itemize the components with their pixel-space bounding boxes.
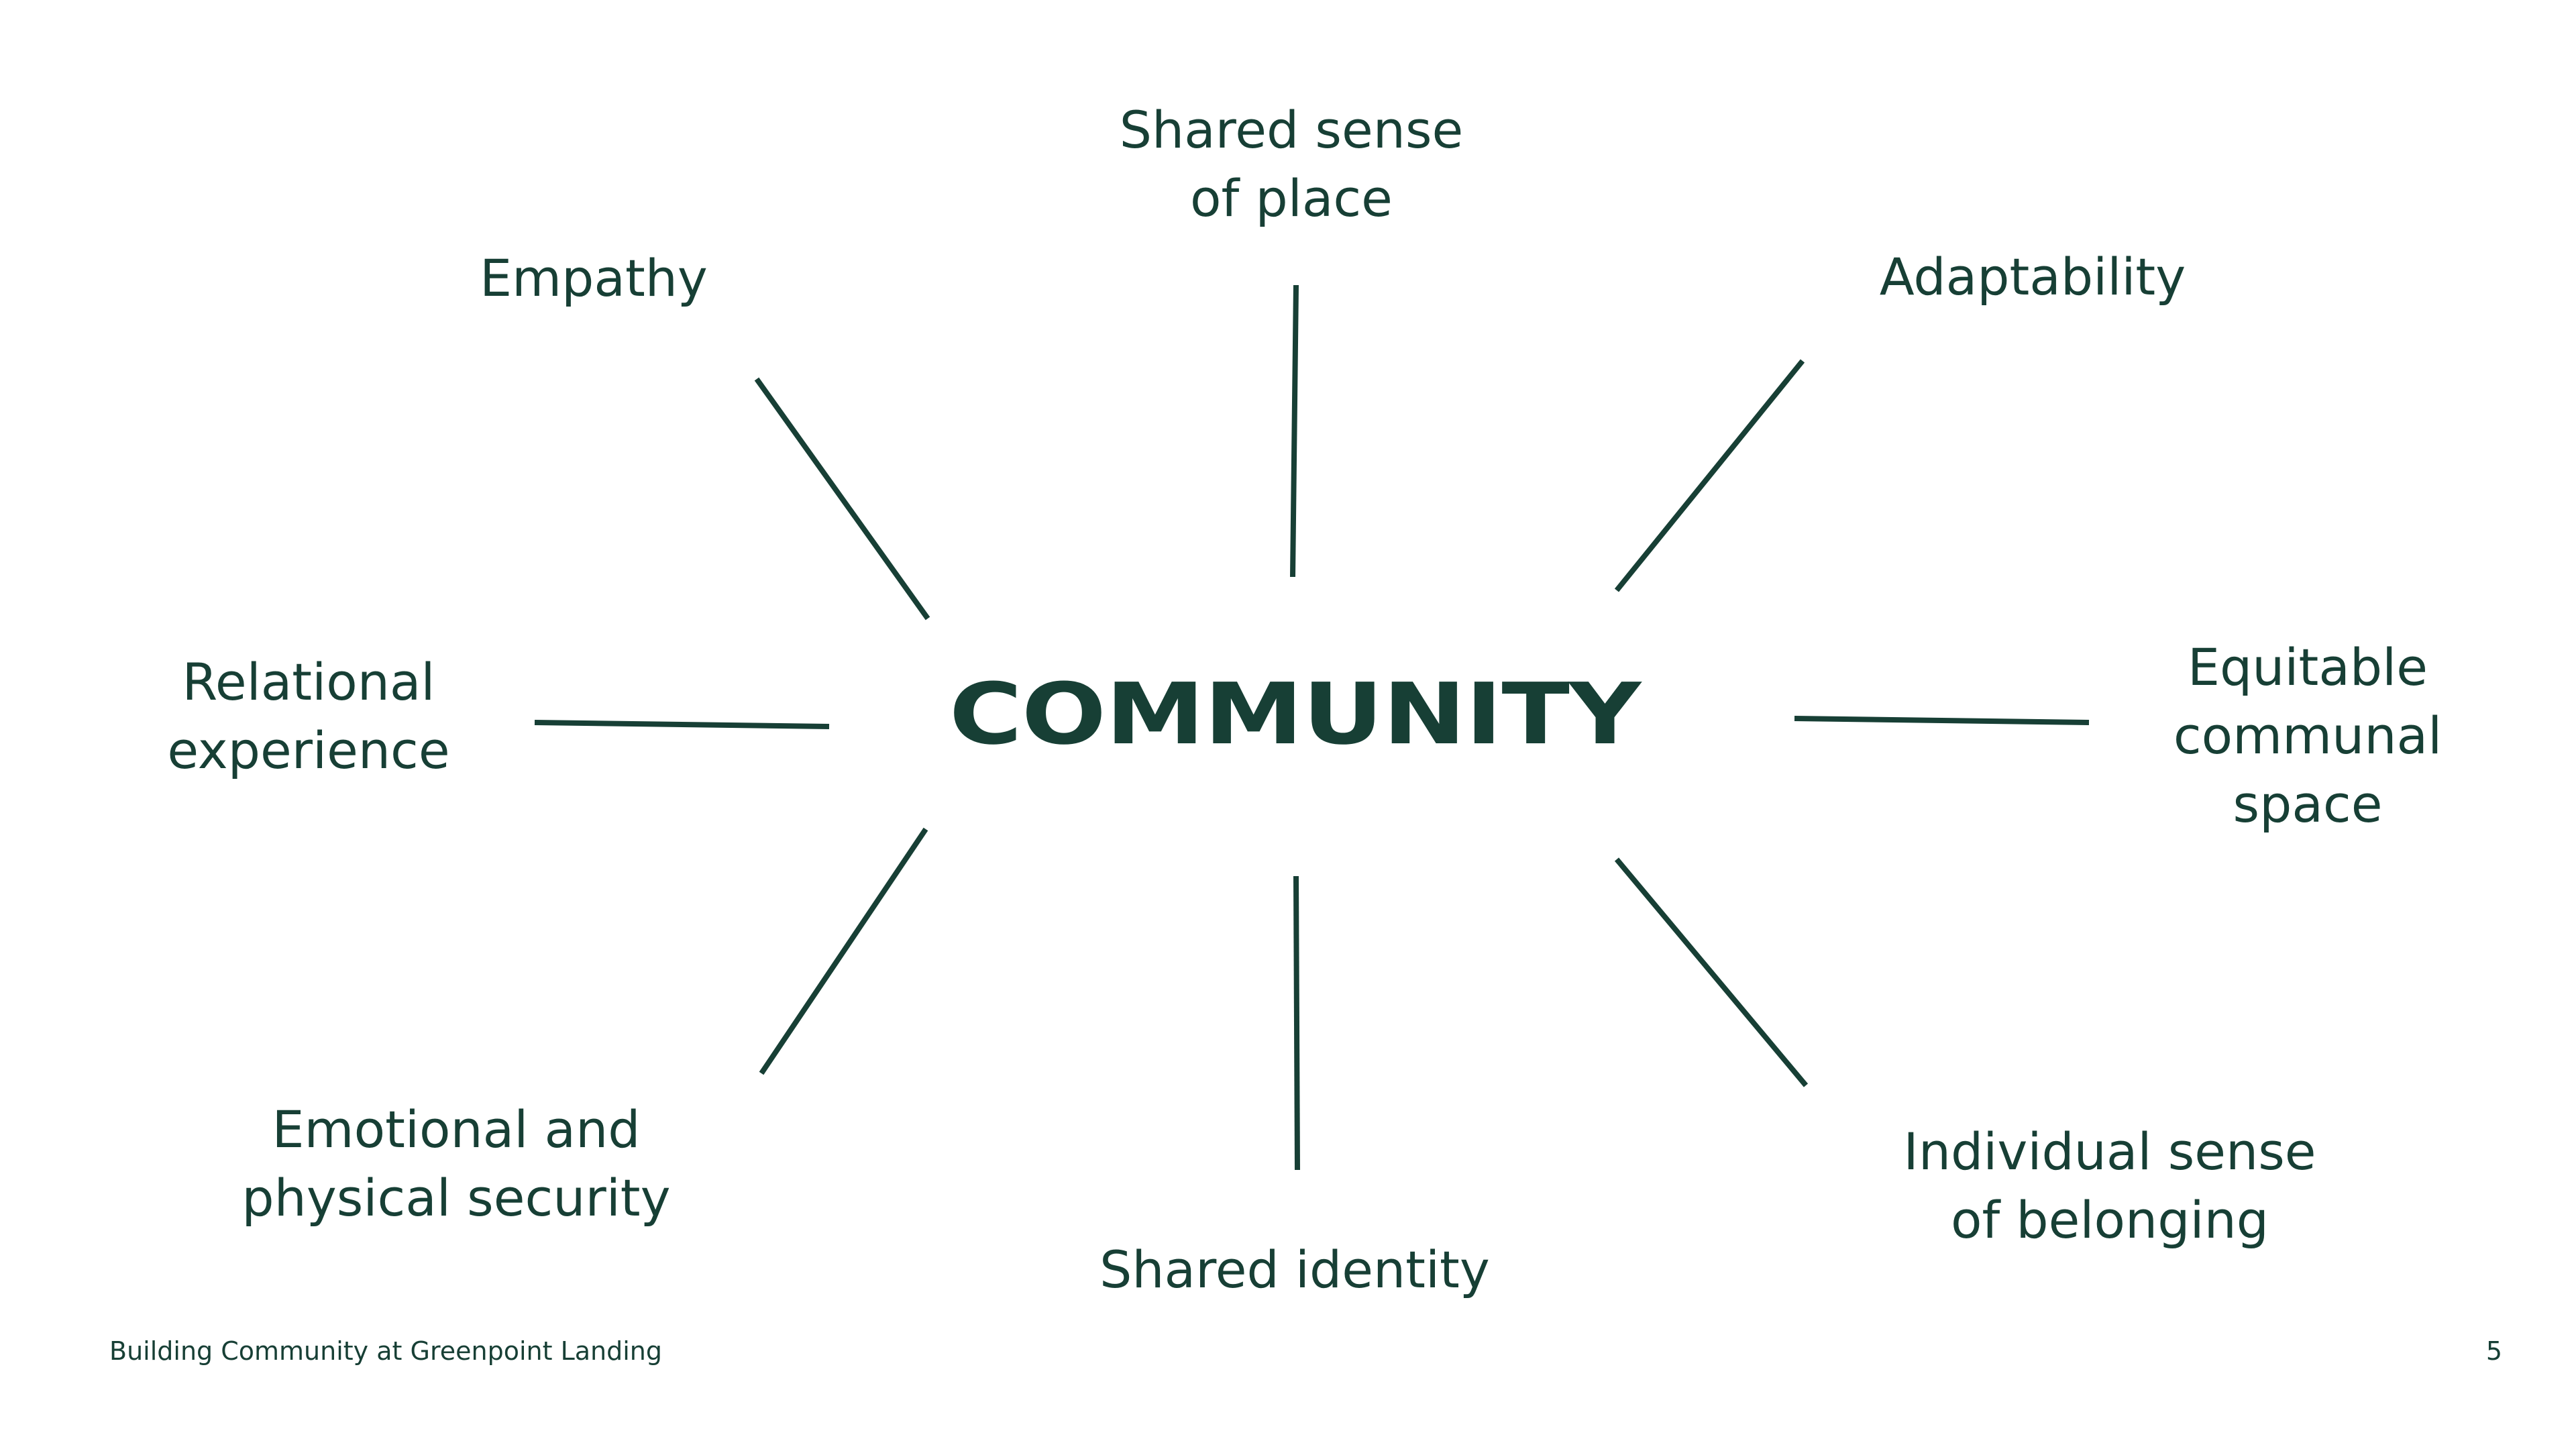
label-line: of place [1190,168,1393,228]
connector-right [1794,716,2090,725]
connector-bottom [1293,875,1300,1171]
label-adaptability: Adaptability [1851,243,2214,311]
label-line: Relational [182,652,435,712]
connector-bottom-left [759,827,928,1075]
label-line: Individual sense [1903,1122,2316,1181]
label-line: Shared identity [1099,1240,1490,1299]
label-line: physical security [241,1168,671,1228]
label-line: space [2233,774,2383,834]
label-line: experience [167,720,450,780]
connector-top-right [1614,359,1805,592]
label-relational-experience: Relational experience [134,648,483,785]
connector-left [534,720,830,729]
label-shared-identity: Shared identity [1060,1236,1529,1304]
footer-title: Building Community at Greenpoint Landing [109,1336,662,1366]
label-line: of belonging [1951,1190,2269,1250]
label-shared-sense-of-place: Shared sense of place [1080,96,1503,233]
label-equitable-communal-space: Equitable communal space [2140,633,2475,839]
label-line: Equitable [2187,637,2428,697]
label-individual-sense-of-belonging: Individual sense of belonging [1872,1118,2348,1254]
page-number: 5 [2485,1336,2502,1366]
label-line: Adaptability [1879,247,2186,307]
label-emotional-and-physical-security: Emotional and physical security [215,1095,698,1232]
connector-top [1290,284,1299,578]
connector-bottom-right [1614,857,1809,1087]
label-line: Empathy [480,248,708,308]
label-empathy: Empathy [443,244,745,313]
label-line: Emotional and [272,1099,641,1159]
label-line: communal [2173,706,2443,765]
label-line: Shared sense [1119,100,1464,160]
community-center-title: COMMUNITY [949,665,1642,763]
connector-top-left [754,377,930,621]
